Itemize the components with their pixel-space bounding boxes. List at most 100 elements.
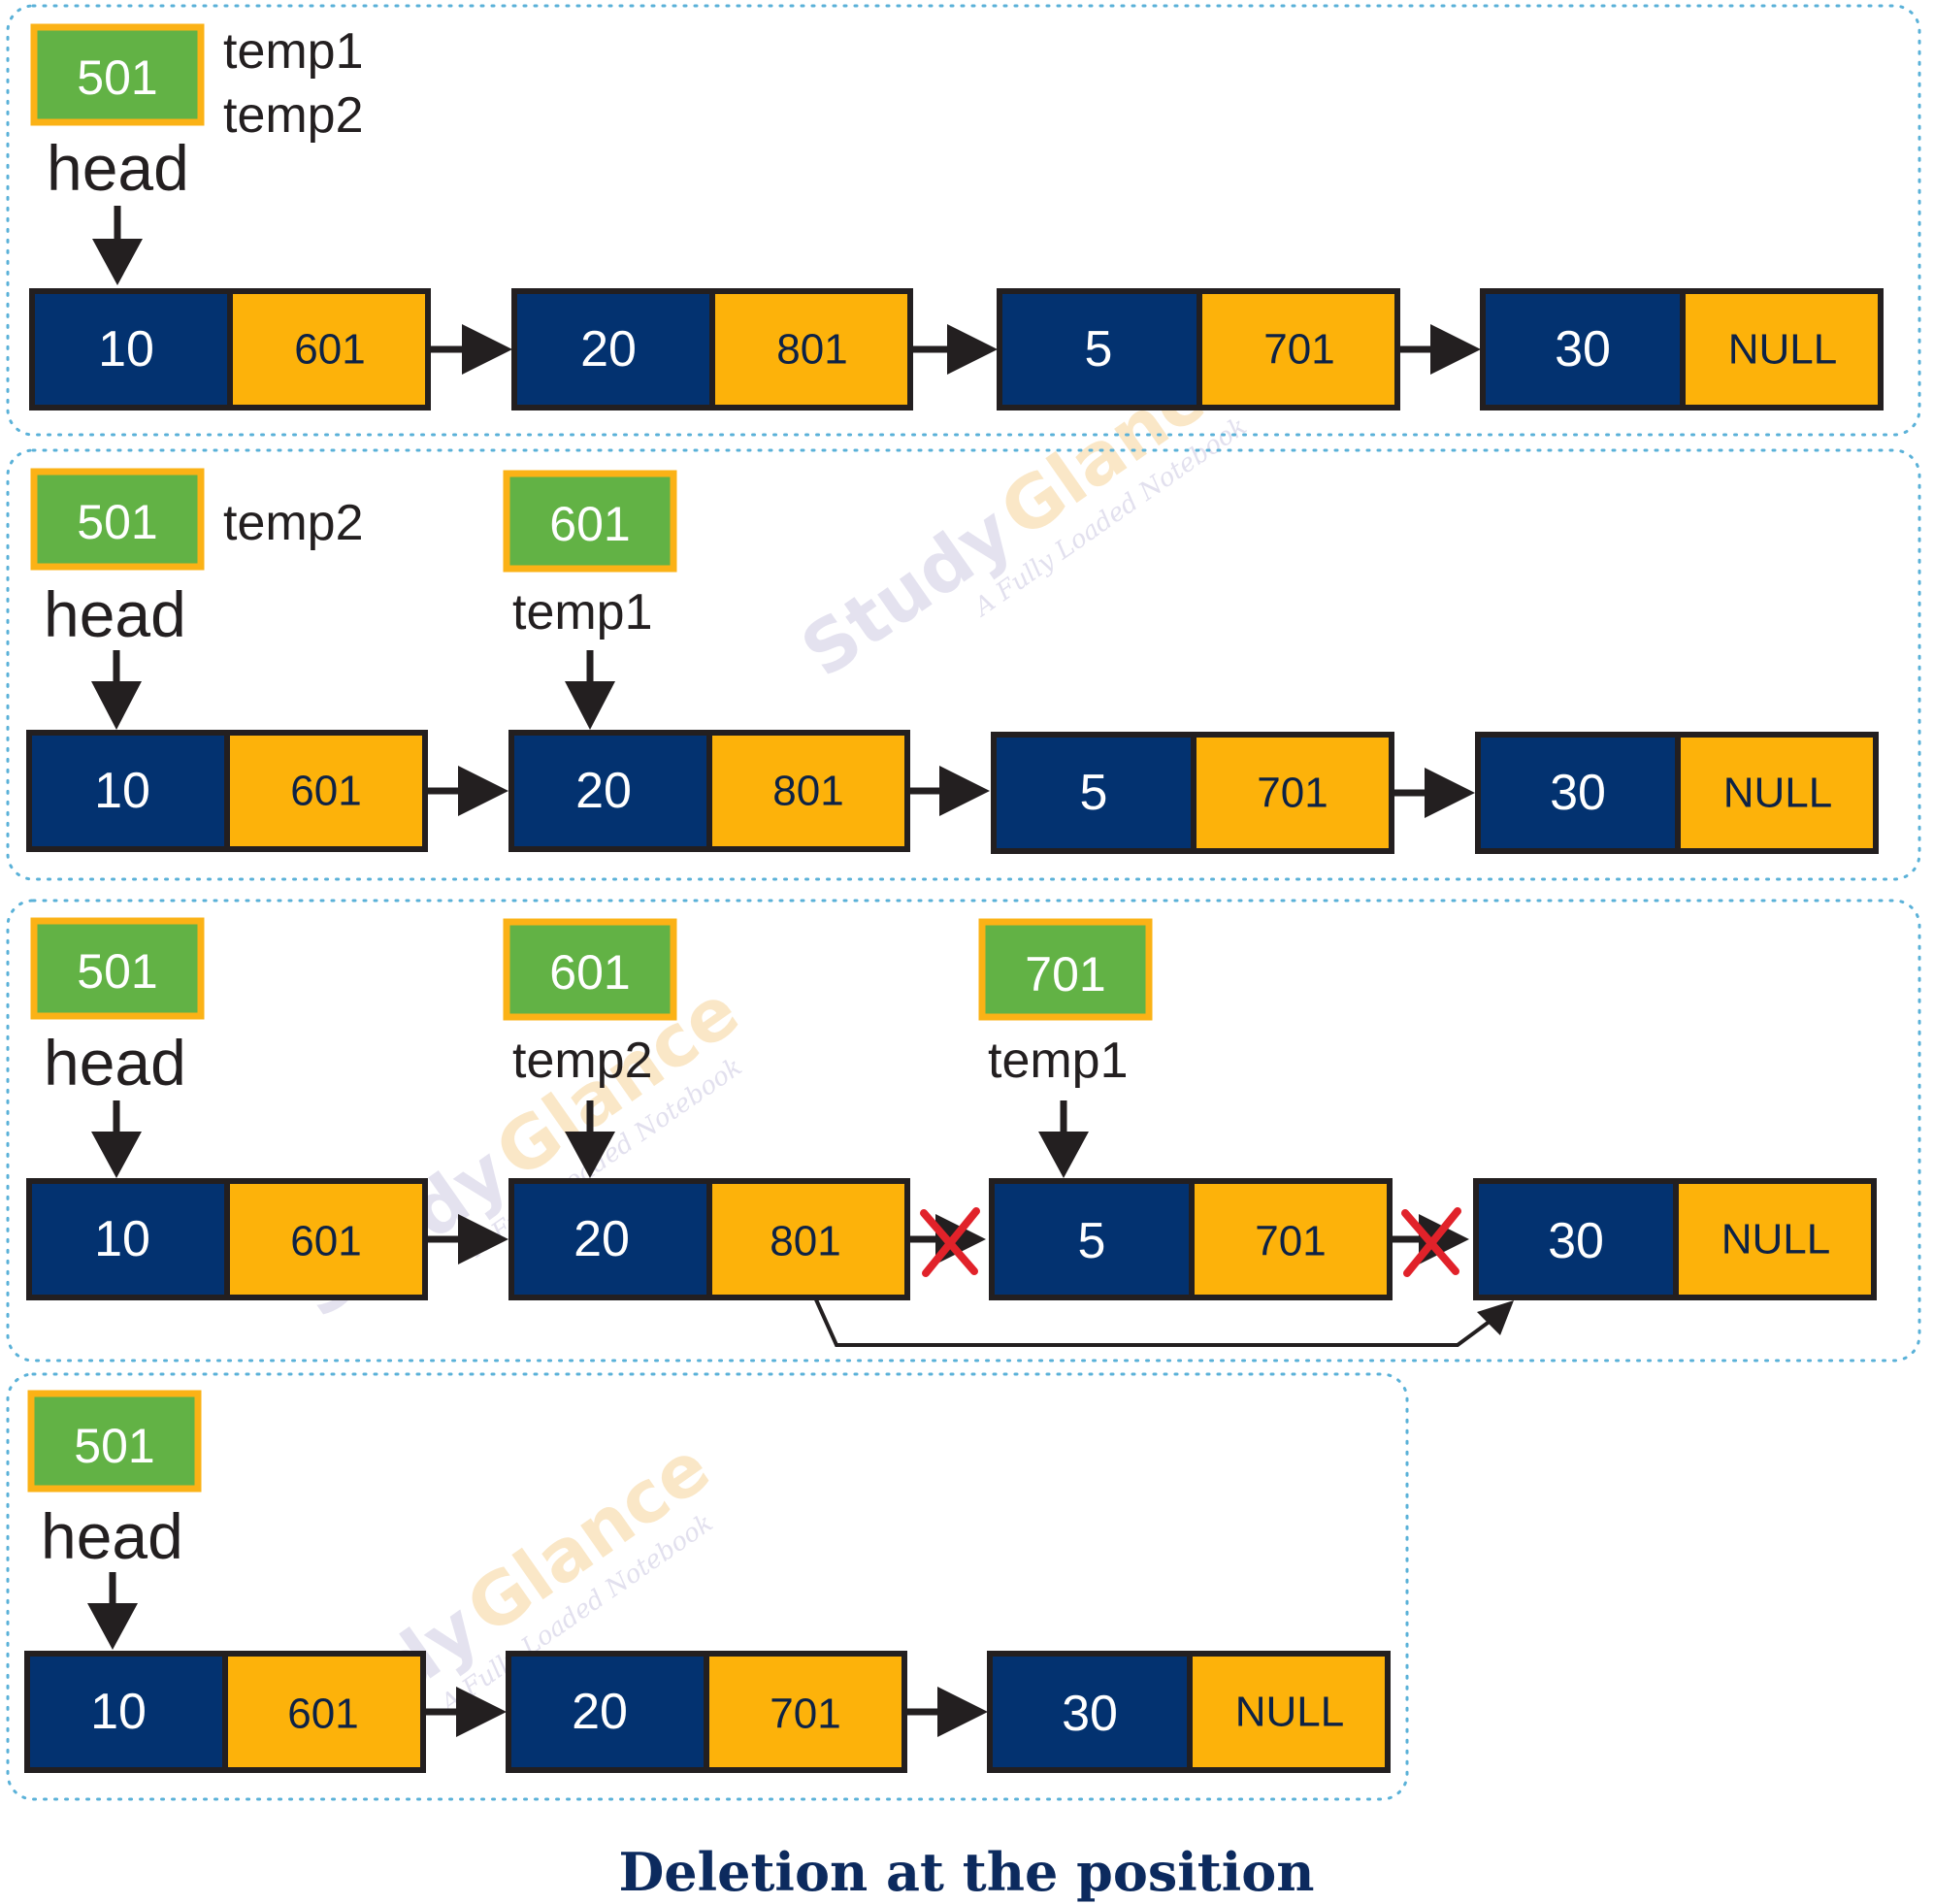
node-next: 701 — [1263, 326, 1334, 374]
node-data-cell — [506, 1651, 709, 1773]
list-node: 30 NULL — [987, 1651, 1391, 1773]
node-data: 20 — [574, 1211, 630, 1267]
address-box-head: 501 — [30, 468, 205, 571]
node-data: 5 — [1080, 765, 1108, 821]
arrow-right-icon — [458, 766, 508, 816]
step-2: 501 temp2 head 601 temp1 10 601 — [26, 468, 1879, 854]
node-data: 20 — [575, 763, 632, 819]
link-arrow — [1392, 768, 1475, 818]
node-data-cell — [508, 1178, 712, 1300]
link-arrow — [425, 1214, 508, 1264]
head-down-arrow — [92, 206, 143, 285]
pointer-label-temp2: temp2 — [223, 87, 364, 144]
link-arrow — [423, 1687, 507, 1737]
list-node: 5 701 — [991, 732, 1394, 854]
address-box-temp1: 701 — [978, 918, 1153, 1021]
node-data: 30 — [1062, 1686, 1118, 1742]
node-next: NULL — [1728, 326, 1838, 374]
list-node: 20 701 — [506, 1651, 907, 1773]
head-down-arrow — [91, 650, 142, 730]
node-next-cell — [709, 288, 913, 410]
node-next-cell — [222, 1651, 426, 1773]
temp1-down-arrow — [565, 650, 615, 730]
pointer-label-head: head — [44, 578, 186, 650]
node-data: 30 — [1548, 1213, 1604, 1269]
address-box-temp2: 601 — [503, 918, 677, 1021]
list-node: 20 801 — [511, 288, 913, 410]
node-data-cell — [1475, 732, 1681, 854]
node-next-cell — [1187, 1651, 1391, 1773]
node-data: 10 — [98, 321, 154, 378]
list-node: 20 801 — [508, 1178, 910, 1300]
arrow-down-icon — [565, 681, 615, 730]
pointer-label-temp2: temp2 — [512, 1033, 653, 1089]
node-next: 801 — [770, 1218, 840, 1265]
arrow-right-icon — [462, 324, 512, 375]
address-value: 501 — [74, 1419, 154, 1473]
arrow-down-icon — [87, 1603, 138, 1650]
node-data: 30 — [1555, 321, 1611, 378]
node-data: 30 — [1550, 765, 1606, 821]
pointer-label-head: head — [44, 1027, 186, 1099]
head-down-arrow — [91, 1100, 142, 1178]
node-data-cell — [508, 730, 712, 852]
pointer-label-head: head — [41, 1500, 183, 1572]
bypass-link-arrow — [813, 1297, 1514, 1347]
head-down-arrow — [87, 1572, 138, 1650]
node-next: 601 — [290, 1218, 361, 1265]
list-node: 5 701 — [989, 1178, 1393, 1300]
node-next: 701 — [1255, 1218, 1326, 1265]
arrow-right-icon — [456, 1687, 507, 1737]
address-box-temp1: 601 — [503, 470, 677, 573]
list-node: 30 NULL — [1475, 732, 1879, 854]
node-next-cell — [1675, 732, 1879, 854]
list-node: 30 NULL — [1480, 288, 1884, 410]
step-3-panel — [6, 899, 1921, 1362]
link-arrow — [910, 324, 998, 375]
link-arrow — [907, 766, 990, 816]
node-next: 701 — [1257, 770, 1328, 817]
address-value: 501 — [77, 495, 157, 549]
link-arrow — [428, 324, 512, 375]
list-node: 10 601 — [24, 1651, 426, 1773]
step-1: 501 temp1 temp2 head 10 601 20 801 — [29, 23, 1884, 410]
diagram-caption: Deletion at the position — [618, 1841, 1314, 1903]
list-node: 10 601 — [29, 288, 431, 410]
arrow-down-icon — [565, 1132, 615, 1178]
node-data: 10 — [94, 1211, 150, 1267]
node-next: 601 — [294, 326, 365, 374]
step-3: 501 head 601 temp2 701 temp1 10 — [26, 917, 1877, 1347]
node-next-cell — [1680, 288, 1884, 410]
arrow-right-icon — [947, 324, 998, 375]
list-node: 30 NULL — [1473, 1178, 1877, 1300]
node-next: 601 — [290, 768, 361, 815]
node-data: 5 — [1085, 321, 1113, 378]
temp2-down-arrow — [565, 1100, 615, 1178]
pointer-label-temp1: temp1 — [223, 23, 364, 80]
temp1-down-arrow — [1038, 1100, 1089, 1178]
arrow-right-icon — [1430, 324, 1481, 375]
pointer-label-temp2: temp2 — [223, 495, 364, 551]
arrow-up-right-icon — [1477, 1300, 1514, 1335]
address-box-head: 501 — [30, 917, 205, 1020]
arrow-right-icon — [937, 1687, 988, 1737]
link-arrow — [1397, 324, 1481, 375]
node-next-cell — [706, 730, 910, 852]
node-data-cell — [1473, 1178, 1679, 1300]
broken-link-arrow — [1390, 1207, 1469, 1277]
step-4: 501 head 10 601 20 701 — [24, 1390, 1391, 1773]
node-next: 801 — [772, 768, 843, 815]
step-4-panel — [6, 1372, 1409, 1801]
pointer-label-temp1: temp1 — [988, 1033, 1129, 1089]
address-value: 601 — [549, 945, 630, 1000]
node-next-cell — [1673, 1178, 1877, 1300]
node-data-cell — [1480, 288, 1686, 410]
node-next: NULL — [1721, 1216, 1831, 1264]
node-next: NULL — [1235, 1689, 1345, 1736]
node-next-cell — [706, 1178, 910, 1300]
node-data: 20 — [572, 1684, 628, 1740]
pointer-label-temp1: temp1 — [512, 584, 653, 640]
address-value: 501 — [77, 944, 157, 999]
link-arrow — [904, 1687, 988, 1737]
